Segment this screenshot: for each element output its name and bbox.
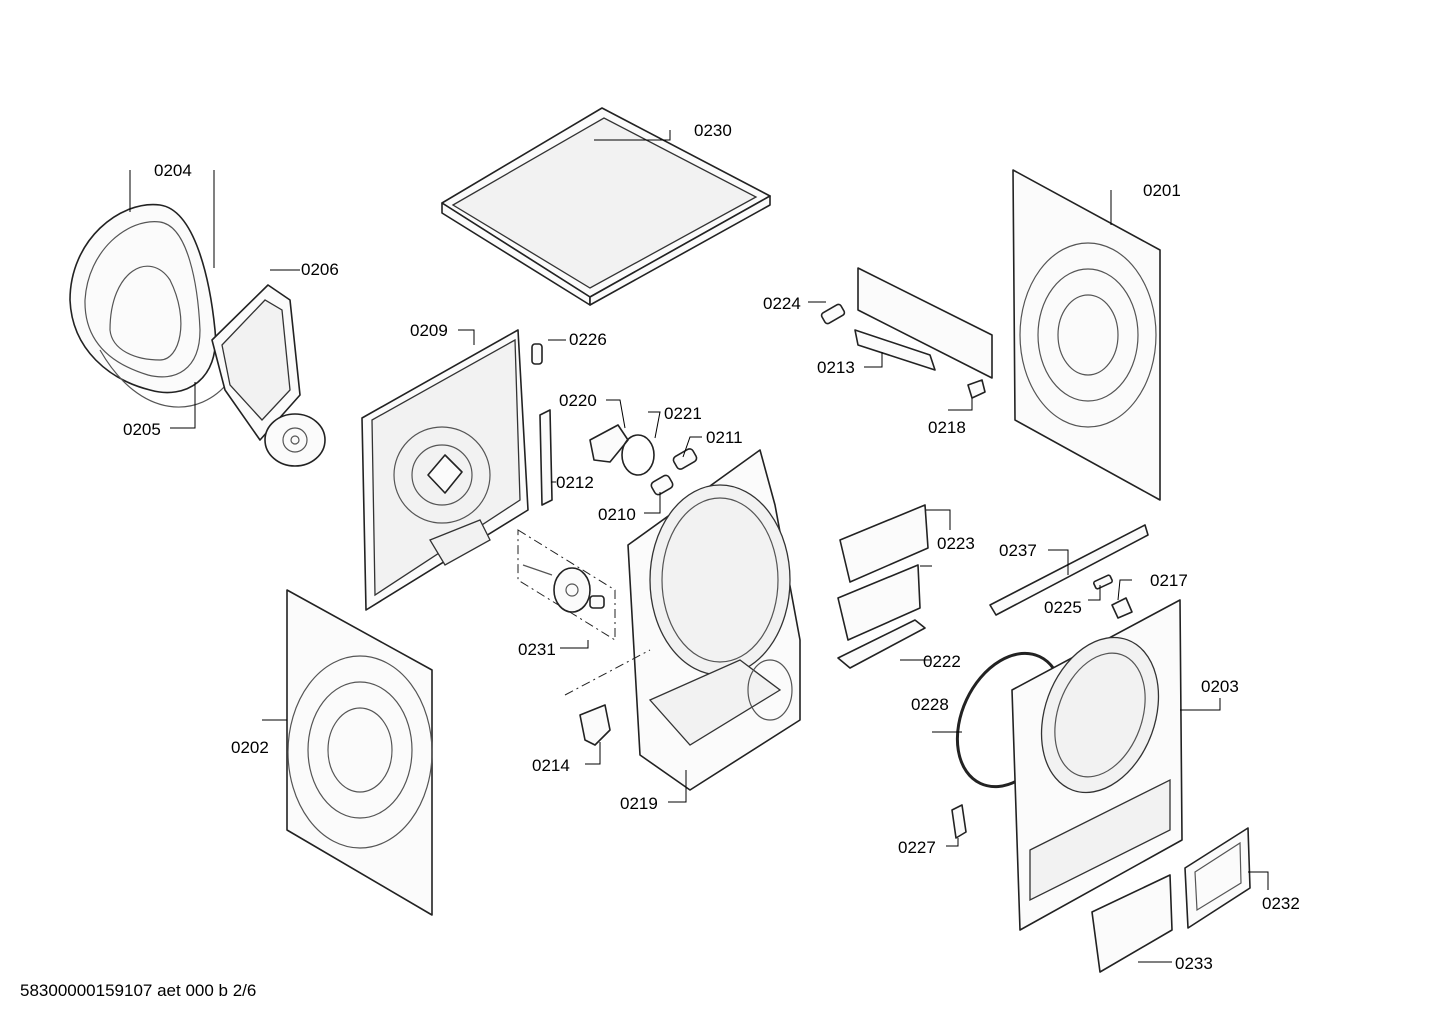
label-0222: 0222 <box>923 652 961 671</box>
document-reference: 58300000159107 aet 000 b 2/6 <box>20 981 257 1000</box>
label-0202: 0202 <box>231 738 269 757</box>
part-0231-drum-bearing[interactable] <box>517 529 616 641</box>
part-0209-rear-panel[interactable] <box>361 329 529 611</box>
part-0232-grille[interactable] <box>1184 827 1251 929</box>
part-0237-rail[interactable] <box>989 524 1149 616</box>
label-0219: 0219 <box>620 794 658 813</box>
part-0223-condenser-top[interactable] <box>839 504 929 583</box>
part-0211-sensor[interactable] <box>672 447 698 470</box>
label-0203: 0203 <box>1201 677 1239 696</box>
part-0201-side-panel-right[interactable] <box>1012 169 1161 501</box>
part-0220-cover[interactable] <box>589 424 629 463</box>
part-0221-ring[interactable] <box>621 434 655 476</box>
label-0213: 0213 <box>817 358 855 377</box>
part-0224-switch[interactable] <box>820 303 846 325</box>
label-0224: 0224 <box>763 294 801 313</box>
label-0232: 0232 <box>1262 894 1300 913</box>
label-0233: 0233 <box>1175 954 1213 973</box>
label-0214: 0214 <box>532 756 570 775</box>
label-0209: 0209 <box>410 321 448 340</box>
label-0226: 0226 <box>569 330 607 349</box>
part-0226-clip[interactable] <box>531 343 543 365</box>
part-0222-condenser-tray[interactable] <box>837 564 926 669</box>
label-0220: 0220 <box>559 391 597 410</box>
label-0206: 0206 <box>301 260 339 279</box>
part-0225-clip[interactable] <box>1093 574 1113 590</box>
label-0221: 0221 <box>664 404 702 423</box>
part-0219-base-frame[interactable] <box>627 449 801 791</box>
part-0227-hinge[interactable] <box>951 804 967 839</box>
label-0205: 0205 <box>123 420 161 439</box>
part-0206-fan-housing[interactable] <box>211 284 326 467</box>
part-0218-latch[interactable] <box>967 379 986 399</box>
part-0217-hook[interactable] <box>1111 597 1133 619</box>
label-0211: 0211 <box>706 428 743 447</box>
label-0231: 0231 <box>518 640 556 659</box>
label-0223: 0223 <box>937 534 975 553</box>
label-0201: 0201 <box>1143 181 1181 200</box>
label-0217: 0217 <box>1150 571 1188 590</box>
leader-lines <box>129 130 1269 963</box>
part-0214-bracket[interactable] <box>579 704 611 746</box>
part-0212-strip[interactable] <box>539 409 553 506</box>
part-0210-connector[interactable] <box>650 474 674 496</box>
label-0204: 0204 <box>154 161 192 180</box>
part-0202-side-panel-left[interactable] <box>286 589 433 916</box>
label-0237: 0237 <box>999 541 1037 560</box>
label-0212: 0212 <box>556 473 594 492</box>
part-0233-service-flap[interactable] <box>1091 874 1173 973</box>
label-0218: 0218 <box>928 418 966 437</box>
label-0230: 0230 <box>694 121 732 140</box>
part-number-labels: 0230 0204 0206 0205 0209 0226 0220 0221 … <box>123 121 1300 973</box>
part-0203-front-panel[interactable] <box>1011 599 1183 931</box>
label-0210: 0210 <box>598 505 636 524</box>
part-0204-duct-seal[interactable] <box>69 203 231 408</box>
label-0225: 0225 <box>1044 598 1082 617</box>
label-0228: 0228 <box>911 695 949 714</box>
part-0213-control-board[interactable] <box>854 267 993 379</box>
label-0227: 0227 <box>898 838 936 857</box>
assembly-line <box>564 649 651 696</box>
part-0230-top-cover[interactable] <box>441 107 771 306</box>
